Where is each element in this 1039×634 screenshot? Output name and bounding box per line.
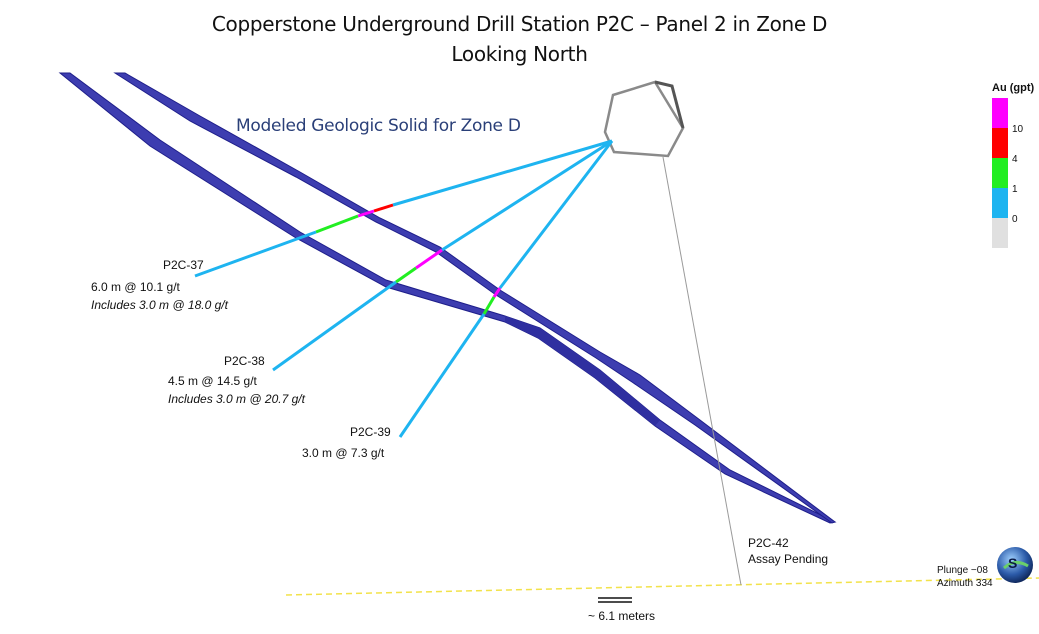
figure-title-line1: Copperstone Underground Drill Station P2… xyxy=(211,12,828,36)
p2c-42-status: Assay Pending xyxy=(748,552,829,566)
view-azimuth: Azimuth 334 xyxy=(937,578,993,589)
view-plunge: Plunge −08 xyxy=(937,565,988,576)
legend-title: Au (gpt) xyxy=(992,82,1035,94)
figure-title-line2: Looking North xyxy=(451,42,588,66)
geologic-solid-thick-section xyxy=(505,316,660,426)
legend-bin-0-1 xyxy=(992,188,1008,218)
legend-tick-0: 0 xyxy=(1012,214,1018,225)
p2c-39-result: 3.0 m @ 7.3 g/t xyxy=(302,446,385,460)
drillhole-p2c-38 xyxy=(272,139,613,372)
legend-tick-10: 10 xyxy=(1012,124,1024,135)
geologic-solid-label: Modeled Geologic Solid for Zone D xyxy=(236,116,521,136)
legend-bin-10plus xyxy=(992,98,1008,128)
p2c-38-includes: Includes 3.0 m @ 20.7 g/t xyxy=(168,392,305,406)
p2c-37-includes: Includes 3.0 m @ 18.0 g/t xyxy=(91,298,228,312)
drillhole-p2c-42 xyxy=(662,156,742,586)
legend-bin-1-4 xyxy=(992,158,1008,188)
p2c-42-name: P2C-42 xyxy=(748,536,789,550)
drill-station-outline xyxy=(603,80,685,158)
ground-line xyxy=(285,577,1039,596)
legend-tick-1: 1 xyxy=(1012,184,1018,195)
p2c-37-name: P2C-37 xyxy=(163,258,204,272)
geologic-solid-upper-limb xyxy=(113,72,837,524)
globe-logo-icon xyxy=(997,547,1033,583)
legend-bin-below-0 xyxy=(992,218,1008,248)
p2c-38-result: 4.5 m @ 14.5 g/t xyxy=(168,374,257,388)
p2c-39-name: P2C-39 xyxy=(350,425,391,439)
p2c-37-result: 6.0 m @ 10.1 g/t xyxy=(91,280,180,294)
globe-logo-land xyxy=(1002,561,1029,570)
drill-station-shaded-edge xyxy=(654,80,685,129)
legend-tick-4: 4 xyxy=(1012,154,1018,165)
drillhole-p2c-39 xyxy=(398,140,614,438)
drillhole-p2c-37 xyxy=(194,139,613,278)
p2c-38-name: P2C-38 xyxy=(224,354,265,368)
scale-label: ~ 6.1 meters xyxy=(588,609,656,623)
globe-logo-letter: S xyxy=(1008,555,1018,571)
legend-bin-4-10 xyxy=(992,128,1008,158)
